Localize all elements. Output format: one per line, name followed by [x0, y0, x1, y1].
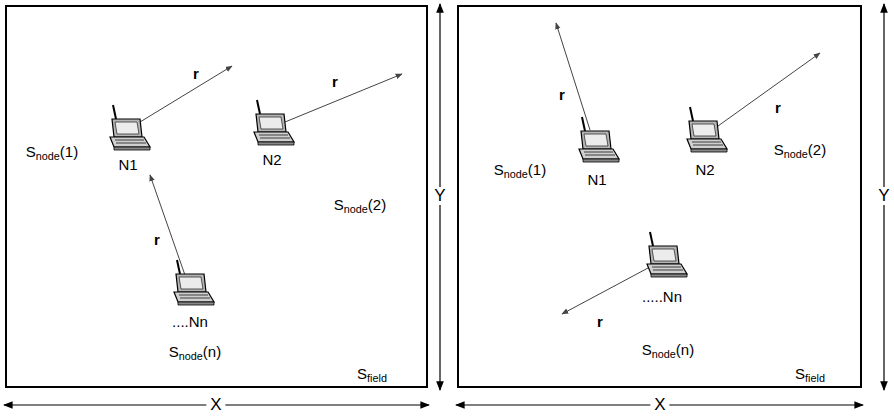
radius-arrow — [285, 74, 402, 122]
sensing-field: SfieldrSnode(1)N1rSnode(2)N2rSnode(n)...… — [457, 5, 862, 388]
coverage-circle — [622, 22, 858, 258]
coverage-area: rSnode(n) .....Nn — [546, 134, 794, 382]
node-label: N1 — [118, 156, 137, 174]
axis-label: Y — [430, 187, 449, 205]
axis-label: X — [650, 396, 669, 414]
radius-label: r — [332, 73, 338, 91]
node-label: ....Nn — [172, 313, 208, 331]
coverage-area: rSnode(n) ....Nn — [88, 160, 312, 384]
coverage-circle — [546, 134, 794, 382]
laptop-icon — [647, 232, 687, 277]
coverage-circle — [12, 7, 248, 243]
laptop-icon — [687, 107, 727, 152]
coverage-area: rSnode(2) N2 — [622, 22, 858, 258]
node-label: .....Nn — [642, 288, 682, 306]
field-label: Sfield — [357, 365, 387, 383]
laptop-icon — [174, 260, 214, 305]
radius-label: r — [154, 231, 160, 249]
coverage-label: Snode(1) — [494, 161, 546, 179]
laptop-icon — [254, 100, 294, 145]
axis-label: X — [206, 396, 225, 414]
radius-arrow — [718, 53, 820, 126]
field-label: Sfield — [795, 365, 825, 383]
laptop-icon — [110, 105, 150, 150]
coverage-label: Snode(2) — [774, 141, 826, 159]
laptop-icon — [579, 117, 619, 162]
coverage-label: Snode(n) — [642, 341, 694, 359]
radius-arrow — [140, 66, 232, 122]
node-label: N1 — [587, 171, 606, 189]
coverage-area: rSnode(2) N2 — [190, 27, 426, 263]
coverage-label: Snode(1) — [26, 143, 78, 161]
coverage-area: rSnode(1) N1 — [478, 13, 722, 257]
axis-label: Y — [874, 187, 893, 205]
radius-label: r — [559, 86, 565, 104]
coverage-label: Snode(n) — [169, 343, 221, 361]
coverage-area: rSnode(1) N1 — [12, 7, 248, 243]
radius-label: r — [775, 99, 781, 117]
node-label: N2 — [262, 151, 281, 169]
coverage-circle — [190, 27, 426, 263]
coverage-label: Snode(2) — [334, 196, 386, 214]
radius-arrow — [562, 268, 648, 314]
radius-label: r — [597, 313, 603, 331]
sensing-field: SfieldrSnode(1)N1rSnode(2)N2rSnode(n)...… — [5, 5, 428, 388]
coverage-circle — [478, 13, 722, 257]
radius-arrow — [556, 23, 590, 130]
radius-label: r — [193, 65, 199, 83]
radius-arrow — [150, 175, 186, 278]
node-label: N2 — [695, 161, 714, 179]
